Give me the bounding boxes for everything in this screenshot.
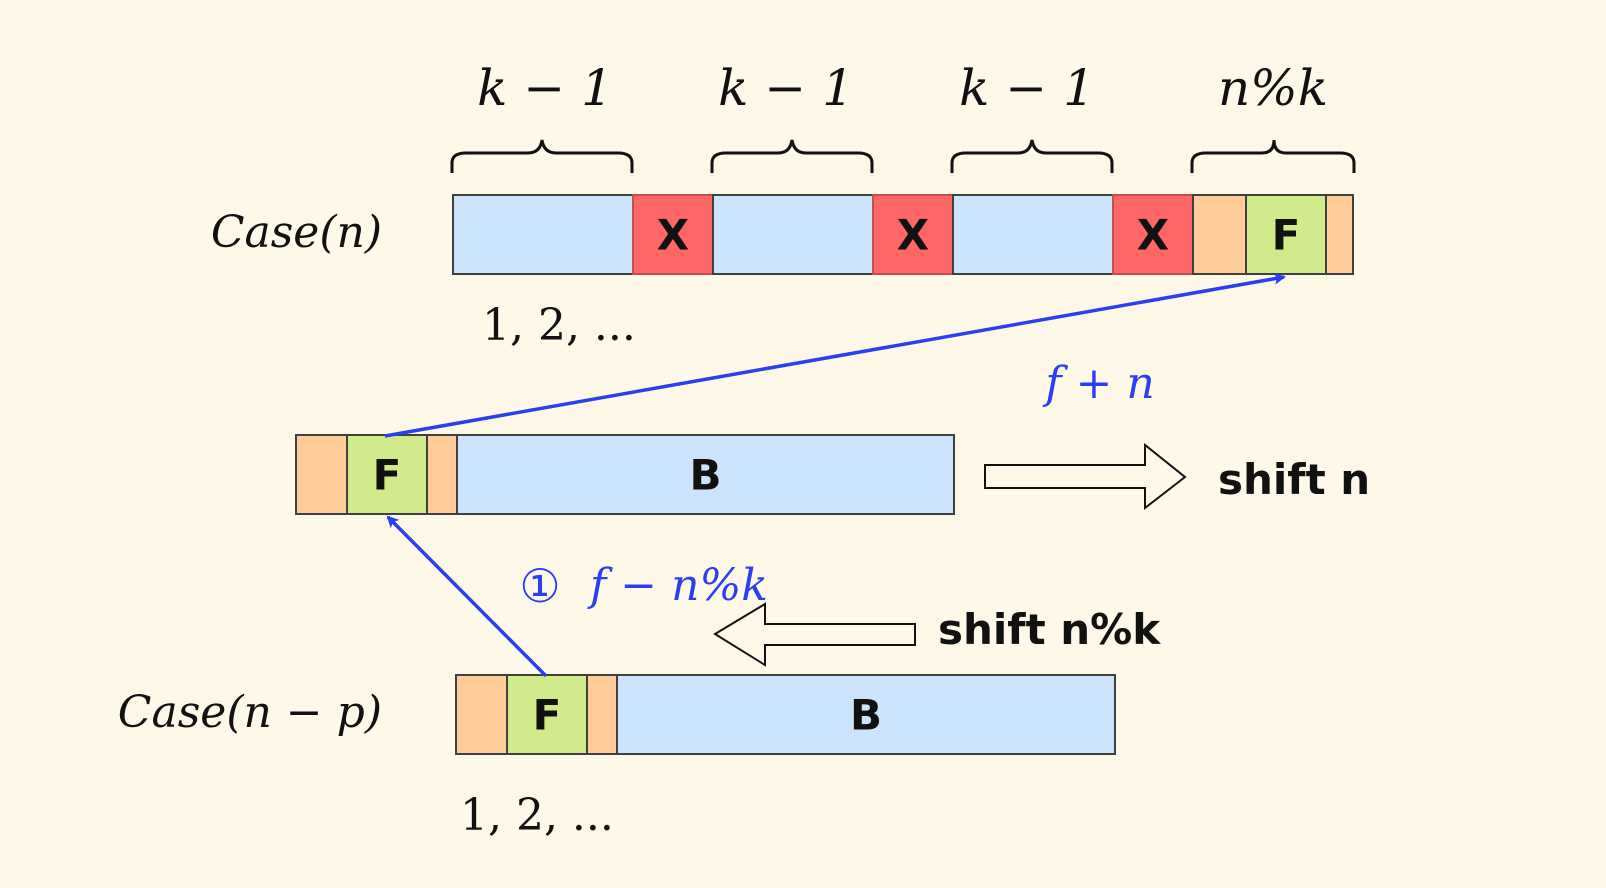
brace-label: k − 1 [959,59,1095,117]
cell-red [632,194,714,275]
index-label-bottom: 1, 2, ... [460,790,614,841]
f-plus-n-label: f + n [1042,358,1154,409]
cell-orange [426,434,458,515]
brace-label: k − 1 [718,59,854,117]
f-minus-nk-label: f − n%k [587,560,768,611]
cell-label: F [373,451,402,500]
brace-1 [450,139,634,173]
brace-label: n%k [1218,59,1328,117]
cell-orange [586,674,618,755]
cell-orange [1192,194,1247,275]
shift-n-arrow [984,442,1187,511]
cell-blue [712,194,874,275]
cell-orange [455,674,508,755]
brace-label: k − 1 [477,59,613,117]
step-marker: ① [519,559,560,613]
cell-green [506,674,588,755]
brace-2 [710,139,874,173]
shift-n-label: shift n [1218,455,1370,504]
cell-blue [452,194,634,275]
cell-green [346,434,428,515]
brace-3 [950,139,1114,173]
cell-label: B [689,451,721,500]
cell-label: F [1272,211,1301,260]
case-n-label: Case(n) [211,207,382,258]
cell-orange [1325,194,1354,275]
shift-nk-arrow [713,602,916,667]
cell-blue [456,434,955,515]
cell-red [872,194,954,275]
case-n-minus-p-label: Case(n − p) [118,687,382,738]
cell-blue [952,194,1114,275]
brace-group [450,139,1356,173]
arrow-f-plus-n [384,272,1286,438]
brace-4 [1190,139,1356,173]
arrow-f-minus-nk [386,515,548,678]
cell-blue [616,674,1116,755]
cell-label: B [850,691,882,740]
cell-orange [295,434,348,515]
cell-label: X [1137,211,1169,260]
cell-red [1112,194,1194,275]
index-label-top: 1, 2, ... [482,300,636,351]
shift-nk-label: shift n%k [938,605,1161,654]
cell-label: X [657,211,689,260]
cell-label: F [533,691,562,740]
cell-label: X [897,211,929,260]
